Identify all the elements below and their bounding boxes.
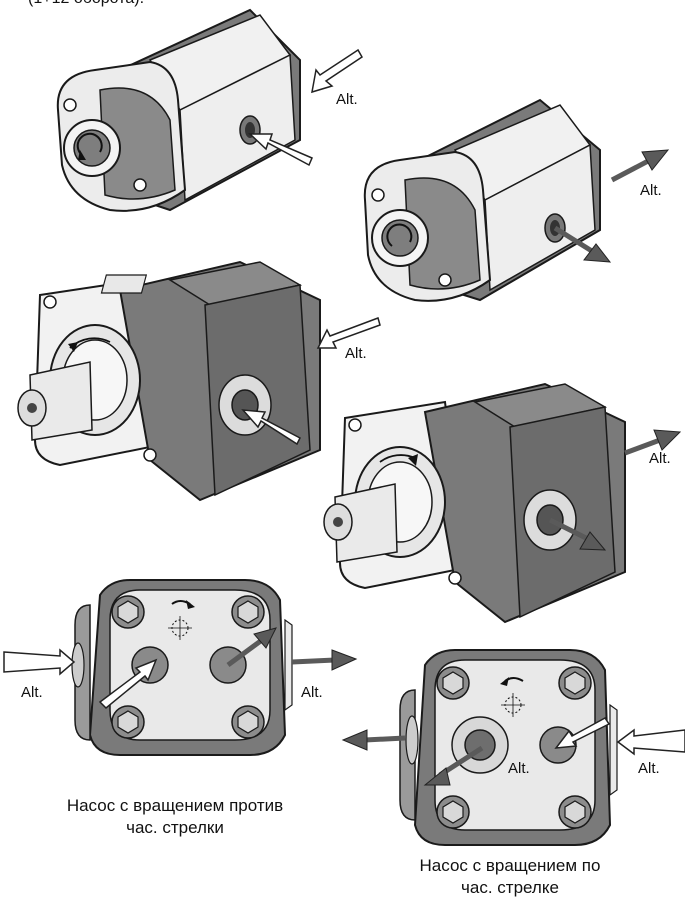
caption-cw: Насос с вращением по час. стрелке — [385, 855, 635, 899]
outlet-arrow-flange-port — [548, 517, 607, 551]
top-view-pump-counterclockwise — [71, 579, 293, 756]
inlet-arrow-side — [311, 48, 363, 94]
inlet-arrow-flange-side — [316, 317, 381, 349]
small-pump-counterclockwise — [56, 8, 301, 212]
outlet-arrow-top-port — [226, 627, 277, 668]
caption-ccw-line2: час. стрелки — [126, 818, 224, 837]
small-pump-clockwise — [363, 98, 601, 302]
bolt-top-right-2 — [558, 666, 592, 700]
inlet-arrow-top-port — [98, 658, 158, 710]
inlet-arrow-flange-port — [241, 409, 301, 446]
bolt-bottom-left — [111, 705, 145, 739]
caption-ccw: Насос с вращением против час. стрелки — [40, 795, 310, 839]
bolt-top-left-2 — [436, 666, 470, 700]
bolt-bottom-left-2 — [436, 795, 470, 829]
flange-pump-clockwise — [323, 382, 626, 624]
bolt-top-right — [231, 595, 265, 629]
outlet-arrow-bottom-left — [341, 729, 406, 751]
alt-label-2: Alt. — [640, 182, 662, 199]
outlet-arrow-top-right — [291, 649, 358, 671]
alt-label-5: Alt. — [21, 684, 43, 701]
rotation-arrow-icon — [171, 600, 195, 609]
outlet-arrow-side — [610, 149, 670, 183]
alt-label-3: Alt. — [345, 345, 367, 362]
rotation-arrow-icon-2 — [500, 677, 524, 686]
bolt-bottom-right-2 — [558, 795, 592, 829]
alt-label-8: Alt. — [638, 760, 660, 777]
alt-label-7: Alt. — [508, 760, 530, 777]
bolt-top-left — [111, 595, 145, 629]
alt-label-1: Alt. — [336, 91, 358, 108]
alt-label-6: Alt. — [301, 684, 323, 701]
inlet-arrow-bottom-right — [616, 728, 685, 756]
inlet-arrow-port — [248, 133, 313, 167]
outlet-arrow-bottom-port — [423, 745, 484, 786]
alt-label-4: Alt. — [649, 450, 671, 467]
header-fragment: (1+12 оборота). — [28, 0, 228, 10]
caption-cw-line1: Насос с вращением по — [419, 856, 601, 875]
inlet-arrow-bottom-port — [554, 717, 611, 749]
top-view-pump-clockwise — [399, 649, 618, 846]
inlet-arrow-top-left — [3, 648, 76, 676]
shaft-center-icon — [168, 616, 192, 640]
outlet-arrow-port — [553, 225, 612, 263]
bolt-bottom-right — [231, 705, 265, 739]
caption-cw-line2: час. стрелке — [461, 878, 559, 897]
shaft-center-icon-2 — [501, 693, 525, 717]
flange-pump-counterclockwise — [17, 260, 321, 502]
outlet-arrow-flange-side — [624, 429, 682, 456]
caption-ccw-line1: Насос с вращением против — [66, 796, 284, 815]
